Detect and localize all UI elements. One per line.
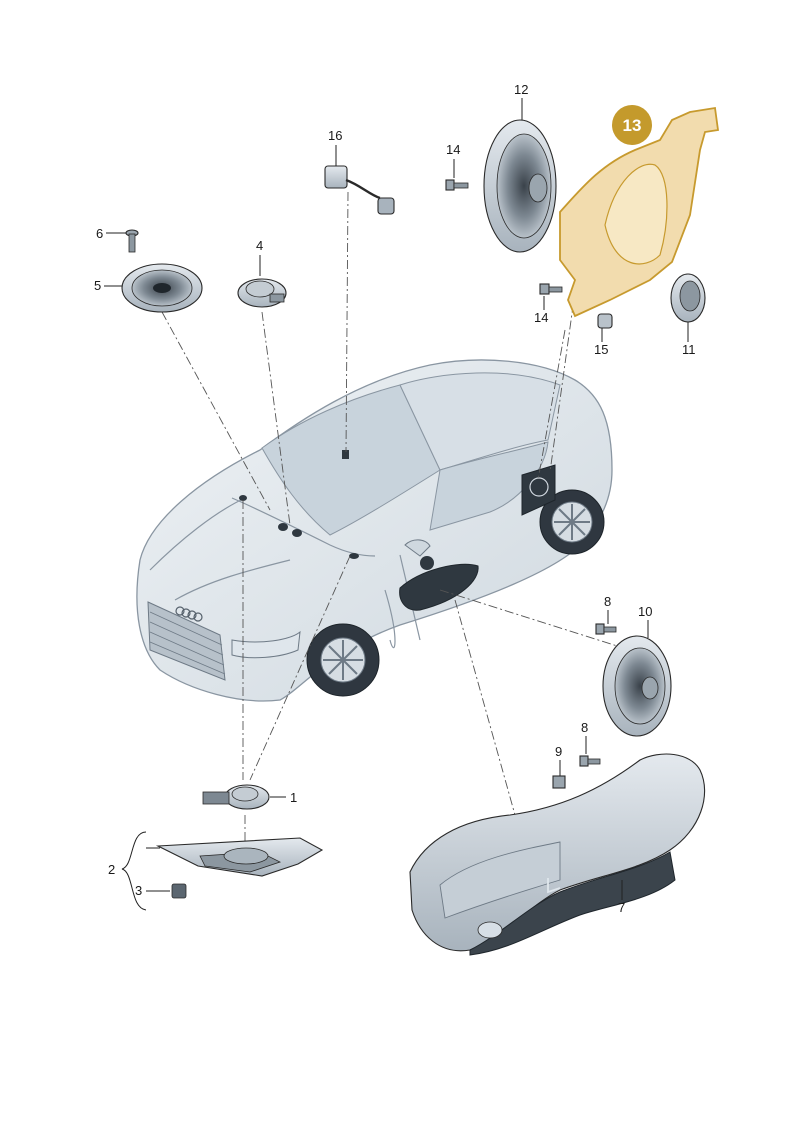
part-3-clip xyxy=(171,883,187,899)
callout-label-5: 5 xyxy=(94,278,101,293)
part-1-tweeter xyxy=(202,784,270,810)
callout-label-16: 16 xyxy=(328,128,342,143)
part-13-speaker-bracket-highlighted xyxy=(559,106,720,318)
callout-label-2: 2 xyxy=(108,862,115,877)
part-4-tweeter xyxy=(237,278,287,308)
part-7-subwoofer-enclosure xyxy=(409,753,706,956)
part-2-cover-plate xyxy=(155,837,324,877)
part-6-screw xyxy=(125,229,139,253)
part-16-sensor xyxy=(324,165,395,215)
car-illustration xyxy=(136,359,613,702)
callout-label-10: 10 xyxy=(638,604,652,619)
part-12-door-speaker xyxy=(483,119,557,253)
callout-label-6: 6 xyxy=(96,226,103,241)
part-5-speaker xyxy=(121,263,203,313)
part-14-screw-top xyxy=(445,179,469,191)
part-10-speaker xyxy=(602,635,672,737)
callout-label-3: 3 xyxy=(135,883,142,898)
callout-label-4: 4 xyxy=(256,238,263,253)
part-9-nut xyxy=(552,775,566,789)
callout-label-7: 7 xyxy=(618,900,625,915)
callout-label-9: 9 xyxy=(555,744,562,759)
callout-label-8-upper: 8 xyxy=(604,594,611,609)
callout-label-1: 1 xyxy=(290,790,297,805)
callout-label-11: 11 xyxy=(682,342,696,357)
callout-label-15: 15 xyxy=(594,342,608,357)
part-8-screw-lower xyxy=(579,755,601,767)
part-11-tweeter xyxy=(670,273,706,323)
callouts: 6 5 4 16 12 14 14 15 11 8 10 8 9 xyxy=(94,82,696,915)
callout-label-14-bottom: 14 xyxy=(534,310,548,325)
callout-label-12: 12 xyxy=(514,82,528,97)
part-15-clip xyxy=(597,313,613,329)
part-8-screw-upper xyxy=(595,623,617,635)
callout-label-14-top: 14 xyxy=(446,142,460,157)
callout-label-8-lower: 8 xyxy=(581,720,588,735)
part-14-screw-bottom xyxy=(539,283,563,295)
callout-badge-13: 13 xyxy=(612,105,652,145)
callout-label-13: 13 xyxy=(623,116,642,135)
